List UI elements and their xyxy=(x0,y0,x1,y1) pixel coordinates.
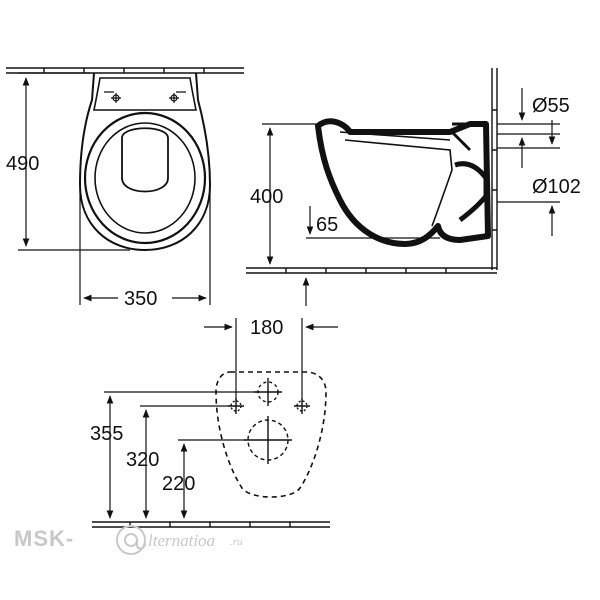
side-view: 400 65 Ø55 Ø102 xyxy=(246,68,581,306)
mounting-view: 180 355 320 220 xyxy=(90,317,338,528)
outlet-trap xyxy=(454,161,489,222)
wall-strip-top xyxy=(6,67,244,74)
watermark: MSK- lternatioa .ru xyxy=(14,525,243,555)
dim-line-350 xyxy=(79,190,211,305)
bowl-outline-top xyxy=(78,72,212,252)
dim-line-490 xyxy=(18,72,130,251)
inlet-hole xyxy=(254,378,282,406)
top-view: 490 350 xyxy=(6,67,244,310)
dim-180-label: 180 xyxy=(250,317,283,339)
bowl-profile xyxy=(315,118,491,247)
dim-line-180 xyxy=(204,318,338,400)
dim-d55-label: Ø55 xyxy=(532,95,570,117)
floor-strip-side xyxy=(246,267,497,274)
dim-d102-label: Ø102 xyxy=(532,176,581,198)
dim-line-320 xyxy=(140,405,230,519)
watermark-brand-left: MSK- xyxy=(14,526,74,551)
dim-line-220 xyxy=(178,439,246,519)
dim-320-label: 320 xyxy=(126,449,159,471)
dim-400-label: 400 xyxy=(250,186,283,208)
bowl-rim-line xyxy=(339,131,451,141)
hinge-marks xyxy=(104,91,186,103)
dim-line-d102 xyxy=(497,120,560,236)
bowl-inner-line xyxy=(344,139,453,227)
dim-line-d55 xyxy=(497,88,560,168)
bowl-opening xyxy=(121,127,169,193)
at-sign-icon xyxy=(116,525,146,555)
dim-490-label: 490 xyxy=(6,153,39,175)
dim-line-65 xyxy=(302,206,440,306)
dim-350-label: 350 xyxy=(124,288,157,310)
wall-strip-side xyxy=(491,68,498,270)
fixing-holes xyxy=(228,398,310,414)
dim-line-400 xyxy=(262,123,320,265)
watermark-brand-mid: lternatioa xyxy=(148,531,215,550)
seat-outer xyxy=(83,111,207,245)
inlet-pipe xyxy=(450,122,488,152)
bowl-back-outline xyxy=(215,371,327,498)
outlet-hole xyxy=(244,416,292,464)
dim-355-label: 355 xyxy=(90,423,123,445)
watermark-brand-tail: .ru xyxy=(230,536,243,548)
dim-220-label: 220 xyxy=(162,473,195,495)
seat-inner xyxy=(94,122,196,234)
dim-line-355 xyxy=(104,391,258,519)
seat-back-plate xyxy=(93,77,197,111)
dim-65-label: 65 xyxy=(316,214,338,236)
